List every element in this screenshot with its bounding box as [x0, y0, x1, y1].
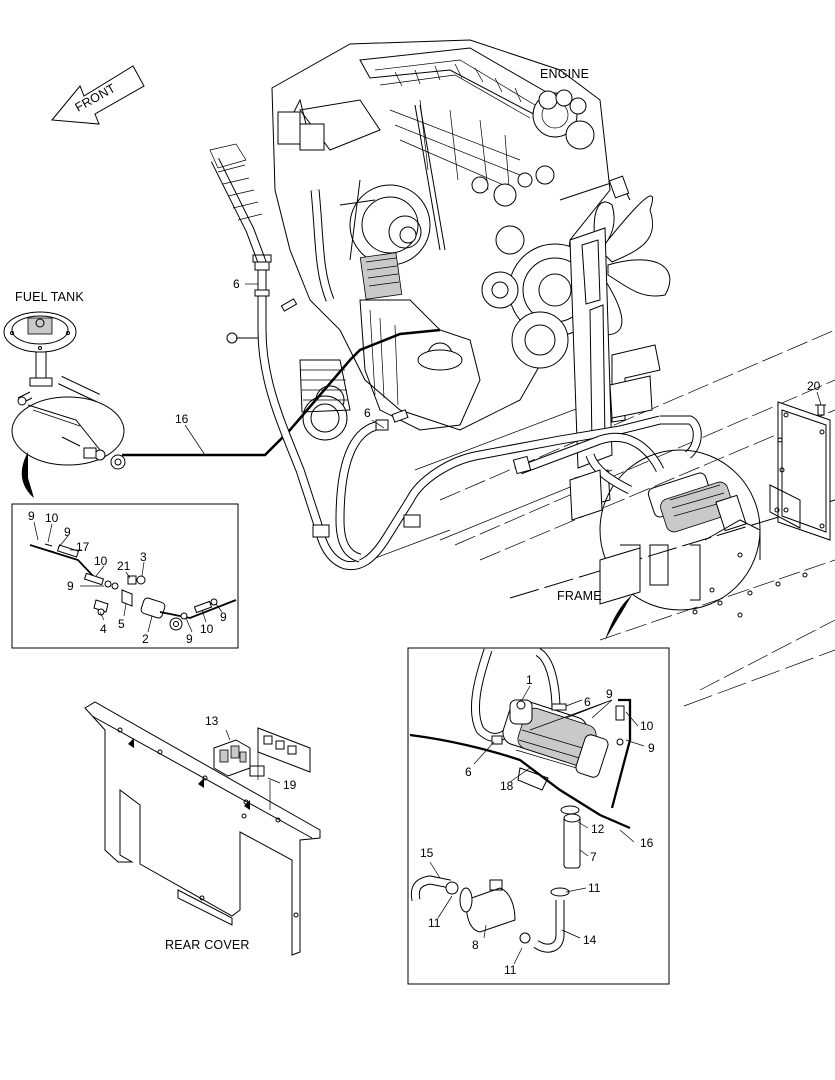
frame-label: FRAME [557, 589, 602, 603]
fuel-tank-label: FUEL TANK [15, 290, 84, 304]
right-dash-line [683, 649, 835, 707]
d1-callout-10a: 10 [45, 511, 59, 525]
callout-20: 20 [807, 379, 821, 393]
fuel-line-16 [122, 328, 441, 457]
d2-callout-16: 16 [640, 836, 654, 850]
front-arrow: FRONT [51, 65, 145, 125]
d2-callout-9b: 9 [648, 741, 655, 755]
d1-callout-10b: 10 [94, 554, 108, 568]
d1-callout-5: 5 [118, 617, 125, 631]
d1-callout-4: 4 [100, 622, 107, 636]
frame-dashed-lines [369, 329, 835, 691]
callout-6-upper: 6 [233, 277, 240, 291]
heater-hoses-main [226, 254, 702, 571]
main-callouts: 6 6 16 20 [175, 277, 823, 456]
detail-heater: 1 6 9 10 9 6 18 12 16 7 15 11 11 8 14 11 [407, 647, 670, 985]
d1-callout-3: 3 [140, 550, 147, 564]
d1-callout-2: 2 [142, 632, 149, 646]
d1-callout-9d: 9 [186, 632, 193, 646]
engine-illustration [209, 39, 671, 509]
detail-2-box [407, 647, 670, 985]
d1-callout-17: 17 [76, 540, 90, 554]
rc-callout-19: 19 [283, 778, 297, 792]
d2-callout-9a: 9 [606, 687, 613, 701]
detail-fuel-pump: 9 10 9 17 10 21 3 9 4 5 2 9 10 9 [11, 503, 239, 649]
d2-callout-10: 10 [640, 719, 654, 733]
d1-callout-9a: 9 [28, 509, 35, 523]
d1-callout-9c: 9 [67, 579, 74, 593]
d2-callout-6a: 6 [584, 695, 591, 709]
callout-16: 16 [175, 412, 189, 426]
d2-callout-11b: 11 [428, 916, 441, 930]
d1-callout-10c: 10 [200, 622, 214, 636]
d1-callout-9e: 9 [220, 610, 227, 624]
rear-cover-assembly: 13 19 REAR COVER [84, 701, 321, 956]
engine-label: ENGINE [540, 67, 589, 81]
callout-6-lower: 6 [364, 406, 371, 420]
d2-callout-1: 1 [526, 673, 533, 687]
rc-callout-13: 13 [205, 714, 219, 728]
fuel-tank-unit [3, 311, 100, 406]
d1-callout-9b: 9 [64, 525, 71, 539]
d2-callout-11a: 11 [588, 881, 601, 895]
d2-callout-15: 15 [420, 846, 434, 860]
d1-callout-21: 21 [117, 559, 131, 573]
d2-callout-8: 8 [472, 938, 479, 952]
detail-1-box [11, 503, 239, 649]
d2-callout-12: 12 [591, 822, 605, 836]
d2-callout-11c: 11 [504, 963, 517, 977]
d2-callout-18: 18 [500, 779, 514, 793]
d2-callout-6b: 6 [465, 765, 472, 779]
d2-callout-7: 7 [590, 850, 597, 864]
rear-cover-label: REAR COVER [165, 938, 250, 952]
d2-callout-14: 14 [583, 933, 597, 947]
frame-bracket-assembly: FRAME [557, 401, 831, 640]
magnify-circle-left [11, 396, 126, 498]
